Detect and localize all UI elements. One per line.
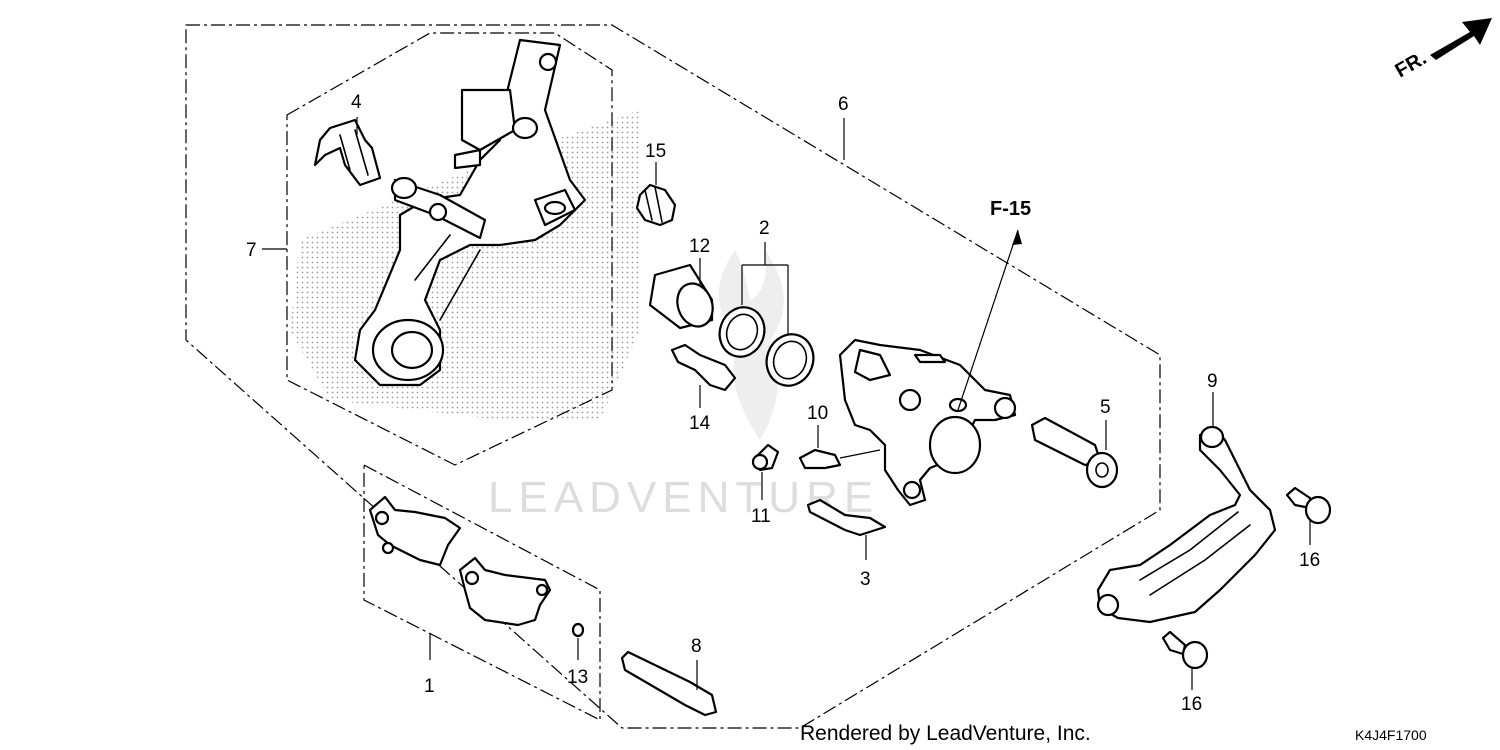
callout-8: 8 — [691, 636, 702, 657]
callout-11: 11 — [751, 506, 771, 527]
bracket-outline — [286, 32, 613, 466]
callout-16-lower: 16 — [1181, 694, 1202, 715]
reference-f15: F-15 — [957, 198, 1031, 411]
caliper-guard — [1096, 425, 1277, 624]
front-direction-marker: FR. — [1392, 18, 1492, 82]
diagram-code: K4J4F1700 — [1355, 727, 1427, 743]
pad-pin — [620, 650, 718, 717]
callout-3: 3 — [860, 569, 871, 590]
caliper-bracket — [353, 38, 587, 387]
leadventure-watermark: LEADVENTURE — [488, 250, 879, 522]
reference-label: F-15 — [990, 198, 1031, 220]
callout-9: 9 — [1207, 371, 1218, 392]
caliper-bolt — [1030, 416, 1119, 489]
bleeder-valve — [798, 448, 881, 470]
piston-seal-set — [718, 306, 815, 387]
brake-pad-set — [368, 495, 552, 627]
callout-6: 6 — [838, 94, 849, 115]
callout-14: 14 — [689, 413, 711, 434]
caliper-body — [838, 338, 1017, 507]
pad-retainer — [806, 498, 887, 537]
callout-labels: 1 2 3 4 5 6 7 8 9 10 11 12 13 14 15 16 1 — [246, 92, 1320, 715]
callout-15: 15 — [645, 141, 666, 162]
callout-4: 4 — [351, 92, 362, 113]
render-credit: Rendered by LeadVenture, Inc. — [800, 722, 1091, 745]
callout-16-upper: 16 — [1299, 550, 1320, 571]
caliper-piston — [648, 263, 714, 330]
bleeder-cap — [751, 443, 780, 472]
caliper-pin — [670, 343, 737, 392]
callout-1: 1 — [424, 676, 435, 697]
guard-bolt-upper — [1285, 486, 1332, 525]
pad-set-outline — [363, 464, 601, 721]
caliper-assembly-outline — [185, 24, 1161, 729]
callout-10: 10 — [807, 403, 828, 424]
pad-pin-clip — [571, 622, 585, 638]
guard-bolt-lower — [1161, 630, 1209, 670]
watermark-text: LEADVENTURE — [488, 473, 879, 522]
callout-2: 2 — [759, 218, 770, 239]
fr-label: FR. — [1392, 47, 1431, 82]
callout-5: 5 — [1100, 397, 1111, 418]
pad-spring — [313, 118, 382, 187]
dust-boot — [635, 183, 677, 227]
callout-7: 7 — [246, 240, 257, 261]
callout-13: 13 — [567, 667, 588, 688]
callout-12: 12 — [689, 236, 710, 257]
